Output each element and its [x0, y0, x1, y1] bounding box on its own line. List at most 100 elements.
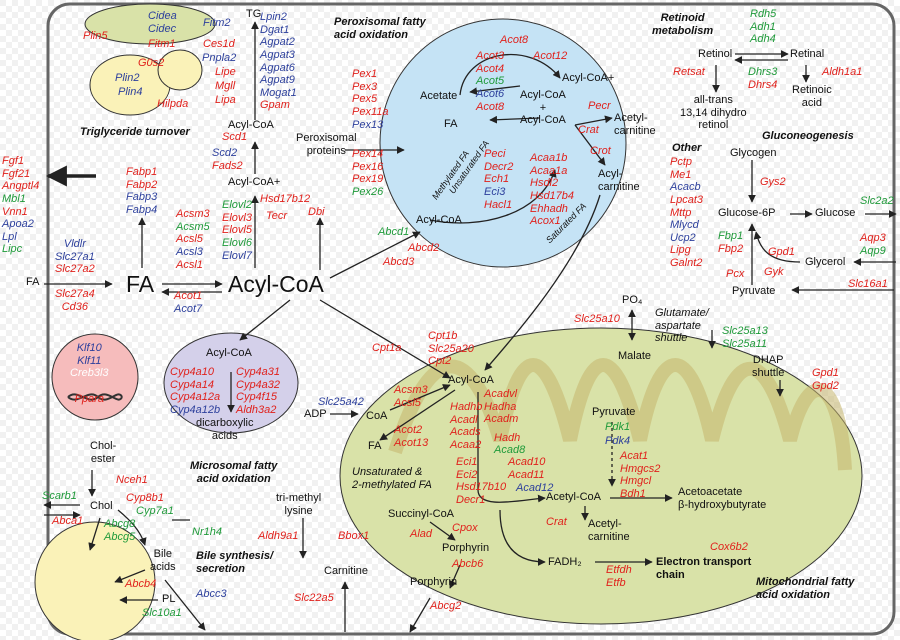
- gene-list-pex2: Pex14 Pex16 Pex19 Pex26: [352, 148, 383, 199]
- gene-lipc: Lipc: [2, 243, 23, 256]
- gene-list-cyp-right: Cyp4a31 Cyp4a32 Cyp4f15 Aldh3a2: [236, 366, 280, 417]
- arrow-coa-acylcoa: [389, 384, 451, 411]
- gene-list-acsm: Acsm3 Acsm5 Acsl5 Acsl3 Acsl1: [176, 208, 210, 271]
- gene-ppara: Ppara: [74, 392, 104, 405]
- gene-fabp4: Fabp4: [126, 203, 158, 216]
- metabolite-fadh2: FADH₂: [548, 556, 582, 568]
- arrow-succinyl: [429, 521, 456, 541]
- gene-mogat1: Mogat1: [260, 86, 297, 99]
- gene-list-tg-synthesis: Lpin2 Dgat1 Agpat2 Agpat3 Agpat6 Agpat9 …: [260, 11, 297, 112]
- gene-acaa2: Acaa2: [450, 438, 482, 451]
- gene-slc10a1: Slc10a1: [142, 607, 182, 619]
- metabolite-cholesterol: Chol: [90, 500, 113, 512]
- gene-acsm3-mito: Acsm3: [394, 384, 428, 396]
- gene-slc25a11: Slc25a11: [722, 337, 768, 350]
- gene-scd1: Scd1: [222, 131, 248, 143]
- metabolite-dihydro-retinol: all-trans 13,14 dihydro retinol: [680, 94, 747, 132]
- gene-fgf1: Fgf1: [2, 155, 25, 167]
- gene-acot13: Acot13: [394, 436, 429, 449]
- metabolite-coa: CoA: [366, 410, 388, 422]
- gene-etfb: Etfb: [606, 576, 626, 589]
- gene-list-acot-perox: Acot3 Acot4 Acot5 Acot6 Acot8: [476, 50, 504, 113]
- metabolite-fa-perox: FA: [444, 118, 458, 130]
- arrow-acylcarnitine-to-mito: [484, 194, 601, 371]
- gene-alad: Alad: [410, 528, 433, 540]
- gene-list-desaturase: Scd2 Fads2: [212, 147, 243, 172]
- gene-slc25a10: Slc25a10: [574, 313, 620, 325]
- label-gluconeogenesis: Gluconeogenesis: [762, 130, 854, 142]
- gene-gpd2: Gpd2: [812, 379, 839, 392]
- metabolite-ketone-bodies: Acetoacetate β-hydroxybutyrate: [678, 486, 767, 511]
- gene-nr1h4: Nr1h4: [192, 526, 222, 538]
- metabolite-acylcoa-perox-bottom: Acyl-CoA: [416, 214, 462, 226]
- gene-acaa1a: Acaa1a: [530, 164, 568, 177]
- gene-adh1: Adh1: [750, 20, 776, 33]
- gene-acot12: Acot12: [533, 50, 568, 62]
- gene-dhrs4: Dhrs4: [748, 78, 778, 91]
- metabolite-dicarboxylic-acids: dicarboxylic acids: [196, 417, 254, 442]
- arrow-chol-efflux: [88, 517, 101, 551]
- metabolite-acylcoa-tg: Acyl-CoA: [228, 119, 274, 131]
- gene-acad10: Acad10: [508, 456, 546, 468]
- gene-rdh5: Rdh5: [750, 8, 777, 20]
- gene-decr1: Decr1: [456, 493, 486, 506]
- gene-crat-mito: Crat: [546, 516, 567, 528]
- gene-acsl5: Acsl5: [176, 233, 203, 246]
- gene-hsd17b10: Hsd17b10: [456, 481, 507, 494]
- gene-fabp2: Fabp2: [126, 178, 158, 191]
- gene-acacb: Acacb: [670, 181, 701, 194]
- gene-list-acad10: Acad10 Acad11: [508, 456, 545, 481]
- metabolite-acylcoa-microsome: Acyl-CoA: [206, 347, 252, 359]
- gene-gyk: Gyk: [764, 266, 784, 278]
- gene-hsd17b12: Hsd17b12: [260, 193, 311, 205]
- mitochondrion-compartment: [339, 327, 863, 625]
- gene-list-perox-beta2: Acaa1b Acaa1a Hsdl2 Hsd17b4 Ehhadh Acox1: [530, 152, 574, 228]
- gene-slc2a2: Slc2a2: [860, 195, 894, 207]
- gene-hmgcl: Hmgcl: [620, 475, 652, 488]
- gene-pex5: Pex5: [352, 93, 378, 106]
- arrow-chol-bile: [117, 509, 147, 546]
- gene-pex19: Pex19: [352, 173, 384, 186]
- gene-peci: Peci: [484, 148, 506, 160]
- gene-abcg2: Abcg2: [430, 600, 462, 612]
- label-electron-transport-chain: Electron transport chain: [656, 556, 752, 581]
- metabolite-tg: TG: [246, 8, 262, 20]
- arrow-porphyrin-efflux: [409, 597, 431, 633]
- label-dhap-shuttle: DHAP shuttle: [752, 354, 785, 379]
- gene-apoa2: Apoa2: [2, 218, 34, 231]
- label-mitochondrial-oxidation: Mitochondrial fatty acid oxidation: [756, 576, 855, 601]
- gene-scarb1: Scarb1: [42, 490, 77, 502]
- gene-abcb4: Abcb4: [125, 578, 157, 590]
- metabolite-po4: PO₄: [622, 294, 643, 306]
- gene-adh4: Adh4: [750, 33, 776, 46]
- gene-decr2: Decr2: [484, 160, 514, 173]
- gene-elovl2: Elovl2: [222, 199, 252, 211]
- gene-eci1: Eci1: [456, 456, 478, 468]
- gene-ucp2: Ucp2: [670, 231, 696, 244]
- gene-list-fa-transport: Vldlr Slc27a1 Slc27a2 Slc27a4 Cd36: [55, 238, 95, 313]
- gene-list-gpd: Gpd1 Gpd2: [812, 367, 839, 392]
- gene-cpt1a: Cpt1a: [372, 342, 402, 354]
- peroxisome-compartment: [379, 18, 627, 268]
- metabolite-acylcoa-plus-perox: Acyl-CoA+: [562, 72, 615, 84]
- gene-acot4: Acot4: [476, 62, 505, 75]
- metabolite-acetylcoa-mito: Acetyl-CoA: [546, 491, 602, 503]
- arrow-perox-crat: [574, 115, 613, 126]
- gene-g0s2: G0s2: [138, 57, 165, 69]
- gene-mbl1: Mbl1: [2, 192, 26, 205]
- gene-acadl: Acadl: [450, 413, 478, 426]
- gene-hmgcs2: Hmgcs2: [620, 462, 661, 475]
- gene-slc27a2: Slc27a2: [55, 263, 95, 276]
- gene-elovl5: Elovl5: [222, 224, 252, 237]
- gene-list-aqp: Aqp3 Aqp9: [860, 232, 886, 257]
- gene-list-acot-mito: Acot2 Acot13: [394, 424, 428, 449]
- gene-aldh9a1: Aldh9a1: [258, 530, 299, 542]
- gene-cyp4a31: Cyp4a31: [236, 366, 281, 378]
- gene-list-fbp: Fbp1 Fbp2: [718, 230, 743, 255]
- arrow-perox-crot: [574, 124, 606, 166]
- metabolite-acylcoa-center: Acyl-CoA + Acyl-CoA: [520, 89, 566, 127]
- arrow-acylcoa-to-mito: [319, 299, 451, 379]
- gene-pecr: Pecr: [588, 100, 611, 112]
- gene-list-nucleus: Klf10 Klf11 Creb3l3 Ppara: [70, 342, 109, 406]
